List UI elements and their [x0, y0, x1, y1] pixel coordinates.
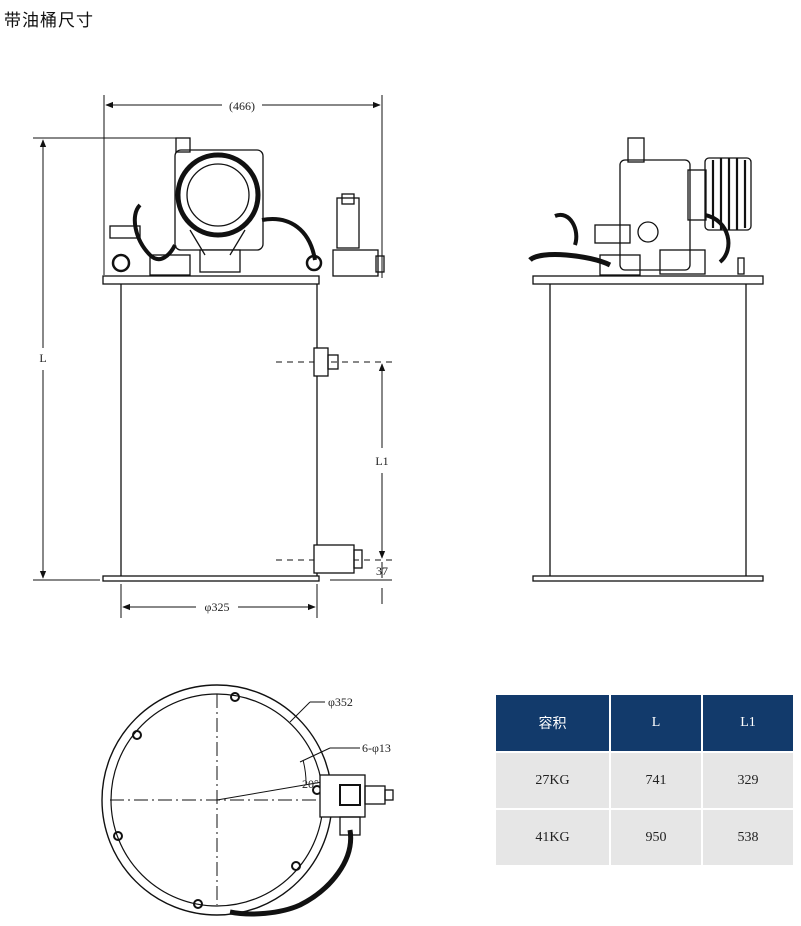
- barrel-diameter-label: φ325: [205, 600, 230, 614]
- table-row: 27KG 741 329: [496, 753, 793, 808]
- width-dimension-label: (466): [229, 99, 255, 113]
- page-title: 带油桶尺寸: [4, 11, 94, 31]
- header-capacity: 容积: [496, 695, 609, 751]
- table-cell: 329: [703, 753, 793, 808]
- flange-diameter-label: φ352: [328, 695, 353, 709]
- bolt-holes-label: 6-φ13: [362, 741, 391, 755]
- side-view: [528, 137, 764, 582]
- table-row: 41KG 950 538: [496, 810, 793, 865]
- level-dimension-label: L1: [375, 454, 388, 468]
- header-l1: L1: [703, 695, 793, 751]
- capacity-table: 容积 L L1 27KG 741 329 41KG 950 538: [494, 693, 795, 867]
- front-view: [33, 95, 392, 618]
- bottom-offset-label: 37: [376, 564, 388, 578]
- table-cell: 27KG: [496, 753, 609, 808]
- table-cell: 950: [611, 810, 701, 865]
- top-view: [101, 684, 394, 917]
- table-cell: 538: [703, 810, 793, 865]
- table-cell: 41KG: [496, 810, 609, 865]
- angle-label: 20°: [302, 777, 319, 791]
- header-l: L: [611, 695, 701, 751]
- table-cell: 741: [611, 753, 701, 808]
- height-dimension-label: L: [39, 351, 46, 365]
- table-header-row: 容积 L L1: [496, 695, 793, 751]
